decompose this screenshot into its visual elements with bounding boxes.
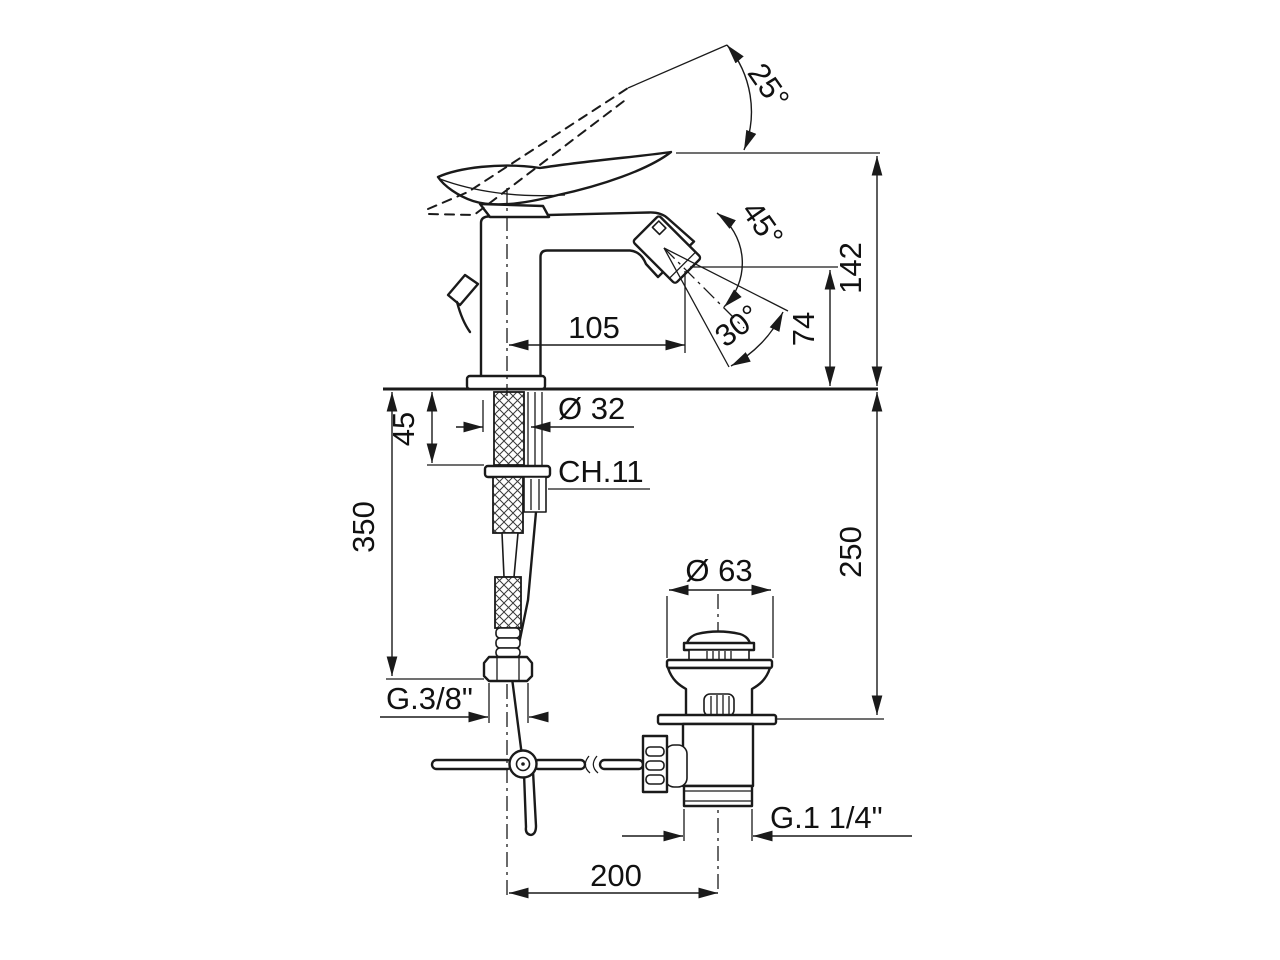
knurl-rib bbox=[645, 760, 665, 771]
linkage-arm-left bbox=[430, 758, 514, 771]
linkage-arm-lower bbox=[522, 769, 538, 837]
handle-stem bbox=[478, 202, 551, 219]
boss-ribs bbox=[710, 695, 730, 716]
waste-body-plate bbox=[656, 713, 778, 726]
aerator-detail bbox=[651, 220, 667, 236]
label-waste-thread: G.1 1/4" bbox=[770, 800, 883, 835]
linkage-pivot-center bbox=[521, 762, 525, 766]
hose-ferrule-rib bbox=[495, 637, 521, 649]
label-flange-diameter: Ø 63 bbox=[685, 553, 752, 588]
label-handle-angle: 25° bbox=[741, 57, 797, 115]
under-deck-assembly bbox=[482, 391, 552, 758]
label-supply-thread: G.3/8" bbox=[386, 681, 473, 716]
faucet bbox=[427, 87, 702, 391]
mounting-washer bbox=[483, 464, 552, 479]
label-drain-offset: 200 bbox=[590, 858, 642, 893]
waste-lower-body bbox=[681, 722, 755, 788]
label-spray-angle: 45° bbox=[735, 195, 791, 253]
angle-25-ray bbox=[627, 44, 728, 89]
hose-ferrule-rib bbox=[495, 647, 521, 658]
waste-plug-seal bbox=[682, 641, 756, 652]
handle-lever bbox=[436, 150, 673, 206]
threaded-shank-lower bbox=[492, 476, 524, 534]
faucet-base-plate bbox=[465, 374, 547, 391]
angle-30-arc bbox=[730, 311, 784, 367]
plug-slots bbox=[706, 651, 732, 660]
label-hose-length: 350 bbox=[346, 501, 381, 553]
label-waste-drop: 250 bbox=[833, 526, 868, 578]
supply-nut-g38 bbox=[482, 655, 534, 683]
threaded-shank-upper bbox=[493, 391, 525, 466]
flex-hose-tube bbox=[501, 532, 519, 578]
linkage-arm-to-drain bbox=[598, 758, 645, 771]
popup-waste-drain bbox=[641, 630, 778, 808]
aerator-face-line bbox=[669, 252, 696, 279]
angle-25-arc bbox=[726, 44, 757, 151]
linkage-arm-right bbox=[532, 758, 587, 771]
popup-rod bbox=[510, 510, 538, 758]
spray-cone-edge-upper bbox=[663, 247, 789, 312]
knurl-rib bbox=[645, 746, 665, 757]
label-overall-height: 142 bbox=[833, 242, 868, 294]
spray-cone-edge-lower bbox=[663, 247, 730, 368]
knurl-rib bbox=[645, 774, 665, 785]
label-wrench-size: CH.11 bbox=[558, 454, 644, 489]
waste-threaded-outlet bbox=[682, 784, 754, 808]
handle-bowl-line bbox=[439, 178, 566, 197]
side-lever bbox=[446, 273, 480, 307]
angle-45-arc bbox=[716, 212, 744, 308]
side-lever-tail bbox=[455, 300, 472, 334]
popup-linkage bbox=[430, 749, 645, 837]
faucet-body bbox=[479, 211, 696, 379]
hex-nut-ch11 bbox=[523, 476, 547, 513]
flex-hose-braid bbox=[494, 576, 522, 629]
label-shank-diameter: Ø 32 bbox=[558, 391, 625, 426]
label-deck-thickness: 45 bbox=[386, 412, 421, 446]
label-spout-reach: 105 bbox=[568, 310, 620, 345]
dimensions bbox=[380, 44, 912, 899]
spray-centerline bbox=[663, 247, 745, 329]
rod-break-symbol bbox=[584, 755, 599, 774]
hose-ferrule-rib bbox=[495, 627, 521, 639]
handle-raised-ghost-bottom bbox=[428, 100, 625, 217]
rod-connector bbox=[664, 744, 688, 788]
label-aerator-height: 74 bbox=[786, 312, 821, 346]
